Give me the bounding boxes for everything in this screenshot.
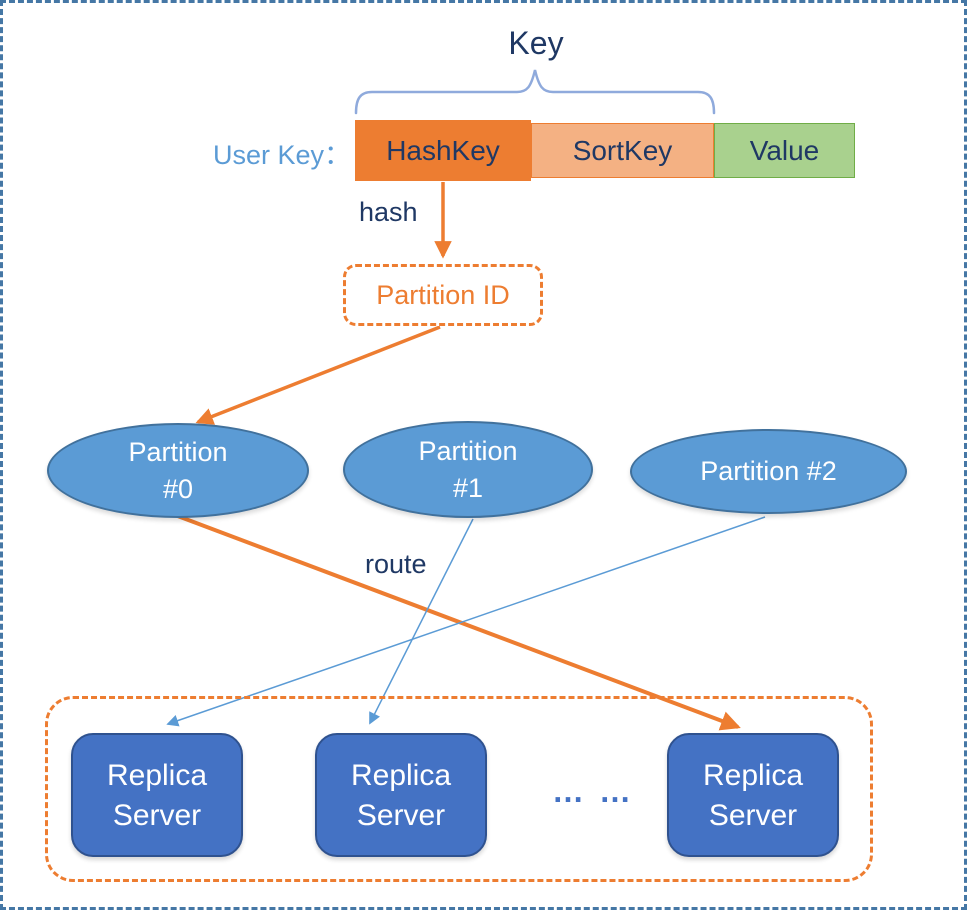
replica-1-line2: Server <box>356 798 446 832</box>
sortkey-segment-label: SortKey <box>572 134 673 166</box>
replica-server-2: Replica Server <box>667 733 839 857</box>
partition-1-line2: #1 <box>452 472 484 503</box>
partition-id-to-partition0-arrow <box>195 325 441 425</box>
sortkey-segment: SortKey <box>531 123 714 178</box>
replica-2-line1: Replica <box>702 758 804 792</box>
value-segment-label: Value <box>749 134 820 166</box>
user-key-label: User Key： <box>212 140 351 170</box>
hashkey-segment: HashKey <box>355 120 531 181</box>
partition-id-box: Partition ID <box>343 264 543 326</box>
ellipsis-dots: … … <box>552 773 634 809</box>
replica-0-line1: Replica <box>106 758 208 792</box>
replica-server-1: Replica Server <box>315 733 487 857</box>
partition-ellipse-2: Partition #2 <box>630 429 907 514</box>
key-label: Key <box>508 25 564 61</box>
replica-2-line2: Server <box>708 798 798 832</box>
partition-ellipse-1: Partition #1 <box>343 421 593 518</box>
replica-1-line1: Replica <box>350 758 452 792</box>
route-label: route <box>365 549 427 579</box>
partition-1-line1: Partition <box>418 436 518 467</box>
partition-2-line1: Partition #2 <box>700 456 837 487</box>
partition-0-line2: #0 <box>162 473 194 504</box>
replica-group-container <box>45 696 873 882</box>
hash-label: hash <box>359 197 418 227</box>
value-segment: Value <box>714 123 855 178</box>
replica-server-0: Replica Server <box>71 733 243 857</box>
partition-0-line1: Partition <box>128 437 228 468</box>
key-brace <box>354 69 716 115</box>
partition-ellipse-0: Partition #0 <box>47 423 309 518</box>
partition-id-label: Partition ID <box>376 279 510 310</box>
replica-0-line2: Server <box>112 798 202 832</box>
route-arrow-partition2-to-replica0 <box>166 516 766 727</box>
hashkey-segment-label: HashKey <box>386 134 500 166</box>
